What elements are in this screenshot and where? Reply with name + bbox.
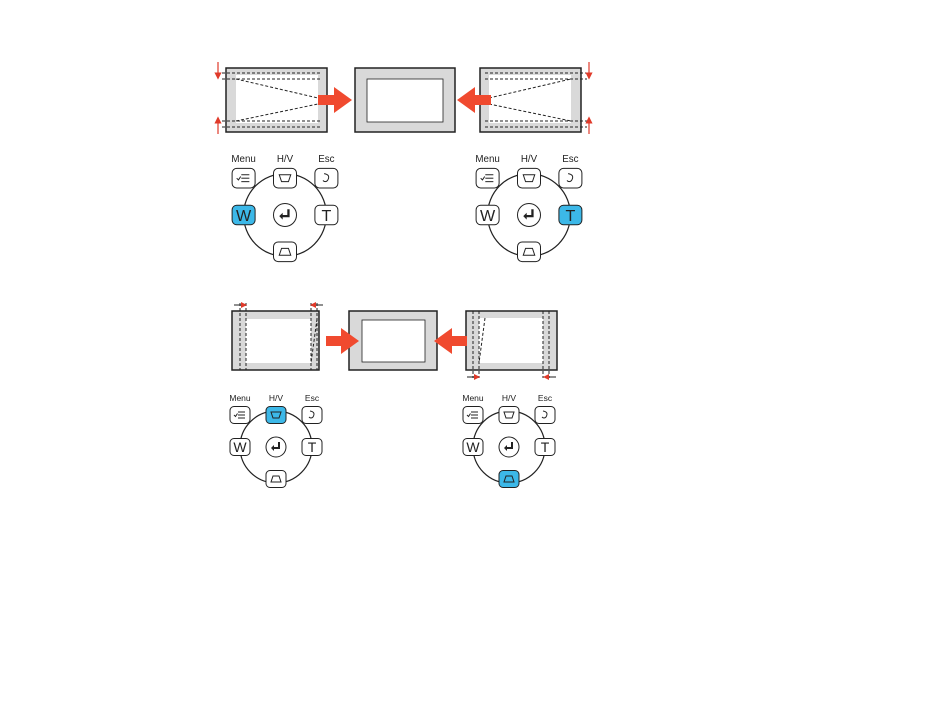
t-key-label: T bbox=[308, 439, 317, 455]
shape-right-wide-panel bbox=[466, 311, 557, 378]
esc-label: Esc bbox=[305, 393, 320, 403]
esc-button[interactable] bbox=[535, 407, 555, 424]
t-key-label: T bbox=[565, 207, 575, 225]
hv-label: H/V bbox=[277, 154, 294, 165]
esc-button[interactable] bbox=[559, 168, 582, 188]
esc-label: Esc bbox=[318, 154, 334, 165]
arrow-left-2 bbox=[434, 328, 467, 354]
w-key-label: W bbox=[466, 439, 480, 455]
shape-bottom-wide-panel bbox=[480, 62, 589, 134]
horizontal-keystone-diagram bbox=[232, 303, 557, 378]
menu-label: Menu bbox=[231, 154, 255, 165]
keystone-down-button[interactable] bbox=[266, 471, 286, 488]
hv-label: H/V bbox=[502, 393, 517, 403]
menu-label: Menu bbox=[475, 154, 499, 165]
hv-keystone-up-button[interactable] bbox=[518, 168, 541, 188]
w-key-label: W bbox=[480, 207, 496, 225]
keystone-down-button[interactable] bbox=[274, 242, 297, 262]
esc-label: Esc bbox=[562, 154, 578, 165]
keystone-down-button[interactable] bbox=[499, 471, 519, 488]
hv-label: H/V bbox=[521, 154, 538, 165]
shape-left-wide-panel bbox=[232, 303, 323, 370]
shape-corrected-panel-2 bbox=[349, 311, 437, 370]
hv-keystone-up-button[interactable] bbox=[266, 407, 286, 424]
vertical-keystone-diagram bbox=[218, 62, 589, 134]
shape-top-wide-panel bbox=[218, 62, 327, 134]
t-key-label: T bbox=[541, 439, 550, 455]
keystone-down-button[interactable] bbox=[518, 242, 541, 262]
esc-label: Esc bbox=[538, 393, 553, 403]
hv-label: H/V bbox=[269, 393, 284, 403]
menu-label: Menu bbox=[462, 393, 484, 403]
t-key-label: T bbox=[321, 207, 331, 225]
w-key-label: W bbox=[236, 207, 252, 225]
hv-keystone-up-button[interactable] bbox=[274, 168, 297, 188]
hv-keystone-up-button[interactable] bbox=[499, 407, 519, 424]
w-key-label: W bbox=[233, 439, 247, 455]
menu-label: Menu bbox=[229, 393, 251, 403]
esc-button[interactable] bbox=[302, 407, 322, 424]
shape-corrected-panel bbox=[355, 68, 455, 132]
esc-button[interactable] bbox=[315, 168, 338, 188]
